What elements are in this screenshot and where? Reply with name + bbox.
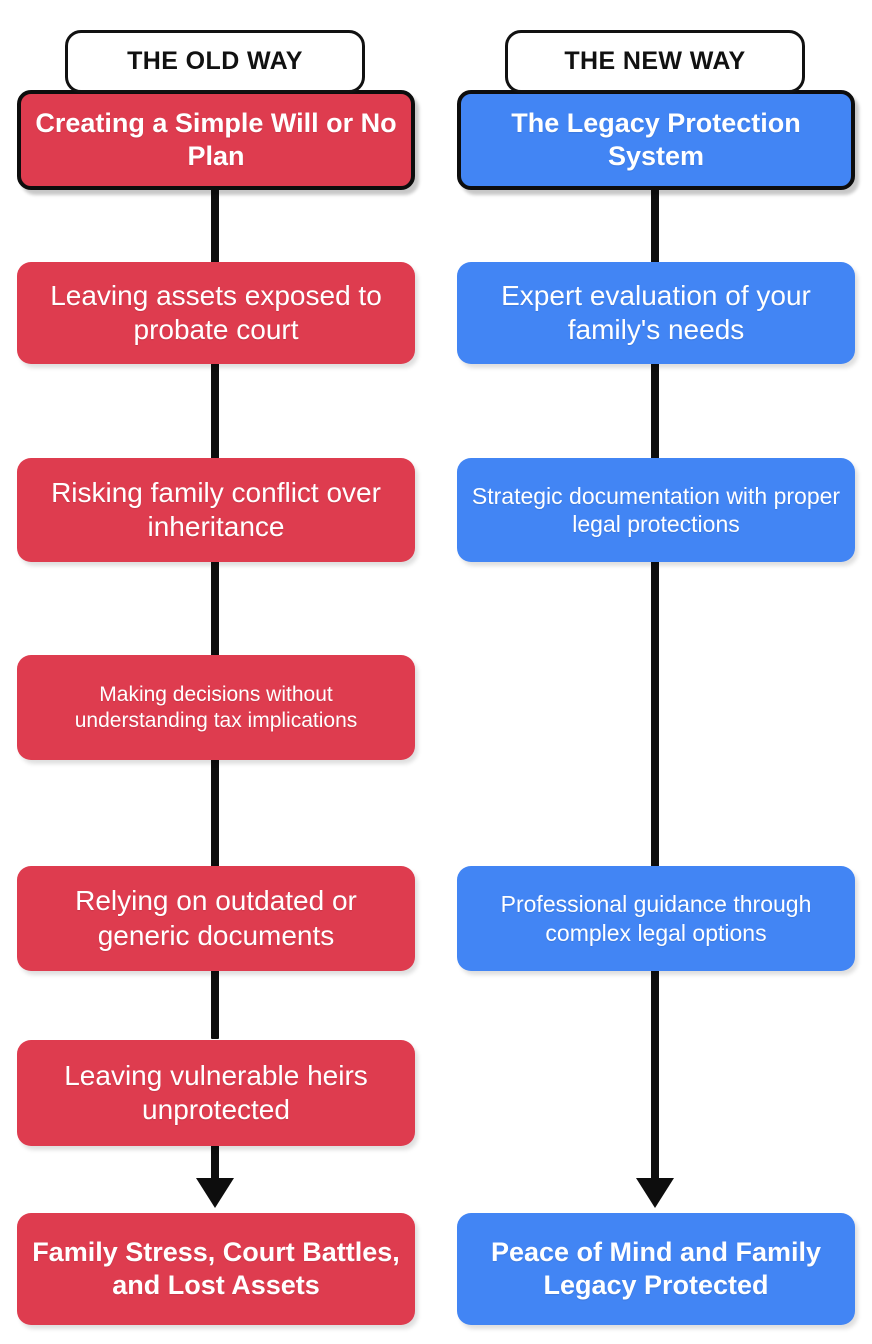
old-way-header-tab: THE OLD WAY xyxy=(65,30,365,93)
node-old-step-6[interactable]: Leaving vulnerable heirs unprotected xyxy=(17,1040,415,1146)
node-new-step-4-label: Professional guidance through complex le… xyxy=(500,891,812,946)
old-way-connector-3 xyxy=(211,558,219,658)
node-old-step-1-label: Creating a Simple Will or No Plan xyxy=(35,108,397,171)
node-new-step-1-label: The Legacy Protection System xyxy=(511,108,801,171)
old-way-connector-1 xyxy=(211,186,219,268)
old-way-arrowhead-icon xyxy=(196,1178,234,1208)
node-new-step-4[interactable]: Professional guidance through complex le… xyxy=(457,866,855,971)
node-old-step-6-label: Leaving vulnerable heirs unprotected xyxy=(64,1059,368,1125)
node-old-step-4-label: Making decisions without understanding t… xyxy=(74,682,358,732)
new-way-connector-4 xyxy=(651,967,659,1185)
new-way-connector-3 xyxy=(651,558,659,868)
new-way-header-label: THE NEW WAY xyxy=(564,47,746,75)
node-old-step-2[interactable]: Leaving assets exposed to probate court xyxy=(17,262,415,364)
node-old-step-1[interactable]: Creating a Simple Will or No Plan xyxy=(17,90,415,190)
new-way-connector-1 xyxy=(651,186,659,268)
node-new-step-3[interactable]: Strategic documentation with proper lega… xyxy=(457,458,855,562)
node-new-step-1[interactable]: The Legacy Protection System xyxy=(457,90,855,190)
node-new-step-2-label: Expert evaluation of your family's needs xyxy=(501,279,811,345)
new-way-connector-2 xyxy=(651,360,659,460)
old-way-connector-5 xyxy=(211,967,219,1039)
node-old-step-4[interactable]: Making decisions without understanding t… xyxy=(17,655,415,760)
node-old-step-2-label: Leaving assets exposed to probate court xyxy=(50,279,382,345)
node-old-step-3-label: Risking family conflict over inheritance xyxy=(51,476,381,542)
old-way-connector-4 xyxy=(211,757,219,867)
node-old-step-5-label: Relying on outdated or generic documents xyxy=(75,885,357,951)
new-way-header-tab: THE NEW WAY xyxy=(505,30,805,93)
new-way-column: THE NEW WAY The Legacy Protection System… xyxy=(436,0,872,1344)
node-old-outcome-label: Family Stress, Court Battles, and Lost A… xyxy=(32,1237,400,1300)
old-way-column: THE OLD WAY Creating a Simple Will or No… xyxy=(17,30,415,1325)
node-new-step-3-label: Strategic documentation with proper lega… xyxy=(471,482,841,537)
node-old-step-5[interactable]: Relying on outdated or generic documents xyxy=(17,866,415,971)
node-new-outcome-label: Peace of Mind and Family Legacy Protecte… xyxy=(490,1237,822,1300)
new-way-arrowhead-icon xyxy=(636,1178,674,1208)
node-new-outcome[interactable]: Peace of Mind and Family Legacy Protecte… xyxy=(457,1213,855,1325)
old-way-connector-6 xyxy=(211,1143,219,1185)
node-new-step-2[interactable]: Expert evaluation of your family's needs xyxy=(457,262,855,364)
old-way-header-label: THE OLD WAY xyxy=(127,47,303,75)
node-old-outcome[interactable]: Family Stress, Court Battles, and Lost A… xyxy=(17,1213,415,1325)
old-way-connector-2 xyxy=(211,360,219,460)
node-old-step-3[interactable]: Risking family conflict over inheritance xyxy=(17,458,415,562)
